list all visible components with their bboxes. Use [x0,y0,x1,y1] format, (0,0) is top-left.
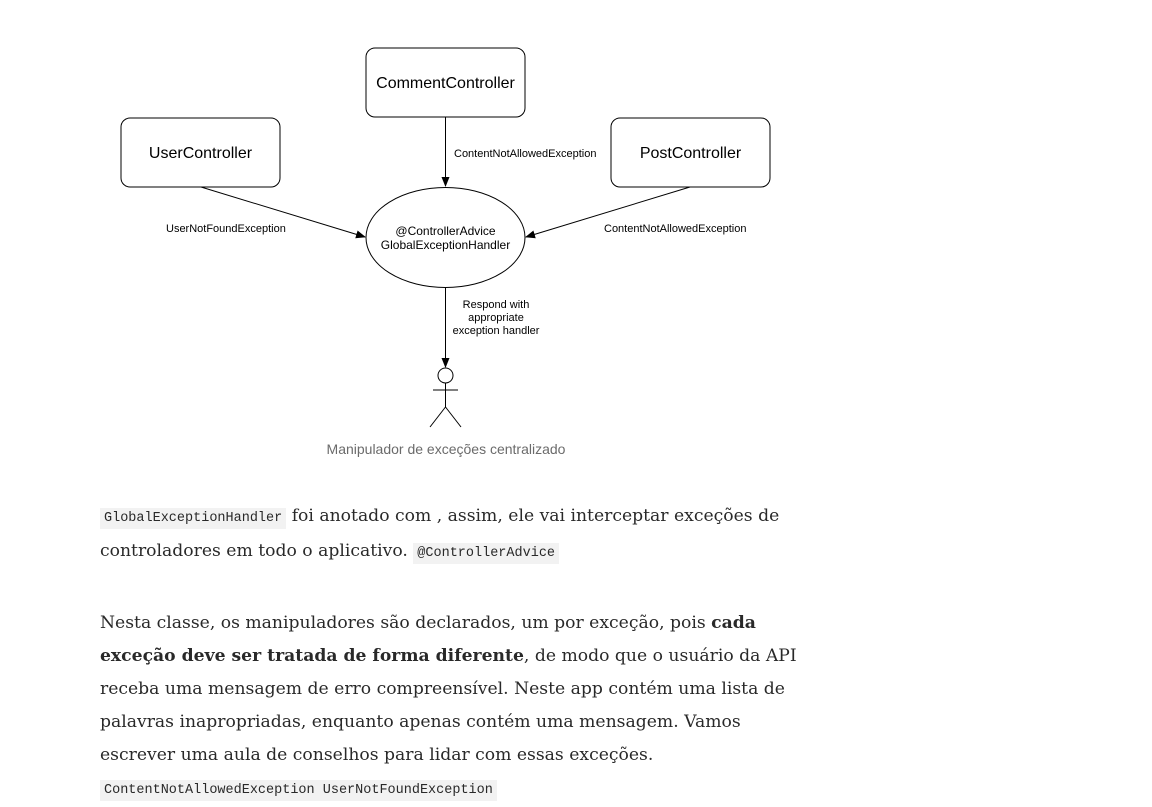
edge-label-respond-3: exception handler [453,325,540,337]
inline-code: GlobalExceptionHandler [100,508,287,529]
edge-label-comment: ContentNotAllowedException [454,148,596,160]
handler-label-line1: @ControllerAdvice [395,224,496,238]
bold-text: cada exceção deve ser tratada de forma d… [100,613,756,666]
paragraph-text: , de modo que o usuário da API receba um… [100,646,797,765]
handler-label-line2: GlobalExceptionHandler [381,238,510,252]
edge-post-to-handler [525,186,691,239]
post-controller-node: PostController [610,117,771,188]
exception-handling-diagram: CommentController UserController PostCon… [120,47,771,428]
user-actor-icon [429,367,462,428]
paragraph-1: GlobalExceptionHandler foi anotado com ,… [100,500,800,570]
comment-controller-node: CommentController [365,47,526,118]
user-controller-label: UserController [149,145,253,162]
diagram-caption: Manipulador de exceções centralizado [326,441,566,457]
global-exception-handler-node: @ControllerAdvice GlobalExceptionHandler [365,187,526,288]
edge-label-respond-2: appropriate [468,312,524,324]
user-controller-node: UserController [120,117,281,188]
edge-label-respond-1: Respond with [463,299,530,311]
inline-code: ContentNotAllowedException UserNotFoundE… [100,780,497,801]
paragraph-text: foi anotado com , assim, ele vai interce… [100,506,780,561]
inline-code: @ControllerAdvice [413,543,560,564]
edge-label-post: ContentNotAllowedException [604,223,746,235]
paragraph-2: Nesta classe, os manipuladores são decla… [100,607,800,807]
edge-label-user: UserNotFoundException [166,223,286,235]
comment-controller-label: CommentController [376,75,515,92]
paragraph-text: Nesta classe, os manipuladores são decla… [100,613,712,633]
post-controller-label: PostController [640,145,742,162]
article-body: GlobalExceptionHandler foi anotado com ,… [100,500,800,807]
edge-user-to-handler [200,186,366,239]
